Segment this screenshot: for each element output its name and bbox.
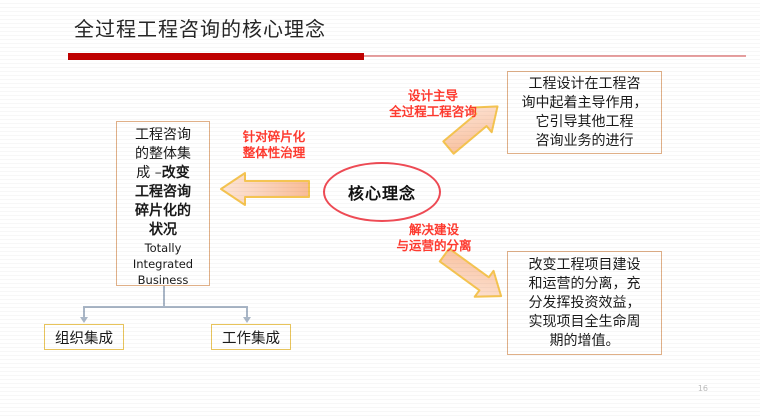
core-concept-ellipse[interactable]: 核心理念 xyxy=(323,162,441,222)
bottom-right-line: 实现项目全生命周 xyxy=(528,313,641,330)
page-number: 16 xyxy=(697,384,708,393)
left-concept-box[interactable]: 工程咨询 的整体集 成 –改变 工程咨询 碎片化的 状况 Totally Int… xyxy=(116,121,210,287)
left-box-english-line: Business xyxy=(137,273,189,287)
annotation-bottom: 解决建设 与运营的分离 xyxy=(382,222,486,254)
connector-arrowhead-right-icon xyxy=(243,317,251,323)
left-box-prefix: 成 – xyxy=(136,165,162,181)
annotation-top-line: 全过程工程咨询 xyxy=(389,104,477,119)
connector-drop-right xyxy=(246,306,248,318)
left-box-line: 状况 xyxy=(149,222,177,238)
left-box-english-line: Integrated xyxy=(132,257,194,271)
top-right-line: 咨询业务的进行 xyxy=(535,132,634,149)
left-box-english-line: Totally xyxy=(144,241,182,255)
left-block-arrow-icon xyxy=(219,167,311,216)
top-right-line: 它引导其他工程 xyxy=(535,113,634,130)
bottom-right-text-box[interactable]: 改变工程项目建设 和运营的分离，充 分发挥投资效益， 实现项目全生命周 期的增值… xyxy=(507,251,662,355)
left-box-line-mixed: 成 –改变 xyxy=(120,164,206,183)
connector-arrowhead-left-icon xyxy=(80,317,88,323)
left-box-line: 工程咨询 xyxy=(135,184,191,200)
annotation-bottom-line: 解决建设 xyxy=(408,222,459,237)
bottom-right-line: 和运营的分离，充 xyxy=(528,275,641,292)
annotation-bottom-line: 与运营的分离 xyxy=(396,238,472,253)
left-box-emphasis: 改变 xyxy=(161,165,190,181)
connector-horizontal xyxy=(84,306,247,308)
annotation-top-line: 设计主导 xyxy=(407,88,458,103)
connector-drop-left xyxy=(83,306,85,318)
upper-right-diagonal-arrow-icon xyxy=(437,96,509,163)
top-right-line: 工程设计在工程咨 xyxy=(528,75,641,92)
top-right-text-box[interactable]: 工程设计在工程咨 询中起着主导作用， 它引导其他工程 咨询业务的进行 xyxy=(507,71,662,154)
bottom-box-label: 组织集成 xyxy=(55,330,113,347)
top-right-line: 询中起着主导作用， xyxy=(521,94,648,111)
bottom-right-line: 分发挥投资效益， xyxy=(528,294,641,311)
bottom-box-work[interactable]: 工作集成 xyxy=(211,324,291,350)
annotation-left-line: 整体性治理 xyxy=(242,145,306,160)
left-box-line: 工程咨询 xyxy=(135,127,191,143)
core-concept-label: 核心理念 xyxy=(347,184,416,203)
connector-stem xyxy=(163,286,165,307)
bottom-box-label: 工作集成 xyxy=(222,330,280,347)
bottom-right-line: 期的增值。 xyxy=(549,332,620,349)
annotation-left: 针对碎片化 整体性治理 xyxy=(228,129,320,161)
annotation-top: 设计主导 全过程工程咨询 xyxy=(379,88,487,120)
left-box-line: 碎片化的 xyxy=(135,203,191,219)
left-box-line: 的整体集 xyxy=(135,146,191,162)
bottom-box-organization[interactable]: 组织集成 xyxy=(44,324,124,350)
annotation-left-line: 针对碎片化 xyxy=(242,129,306,144)
lower-right-diagonal-arrow-icon xyxy=(432,242,512,313)
bottom-right-line: 改变工程项目建设 xyxy=(528,256,641,273)
title-accent-rule xyxy=(364,55,746,57)
page-title: 全过程工程咨询的核心理念 xyxy=(74,17,326,41)
title-accent-bar xyxy=(68,53,364,60)
